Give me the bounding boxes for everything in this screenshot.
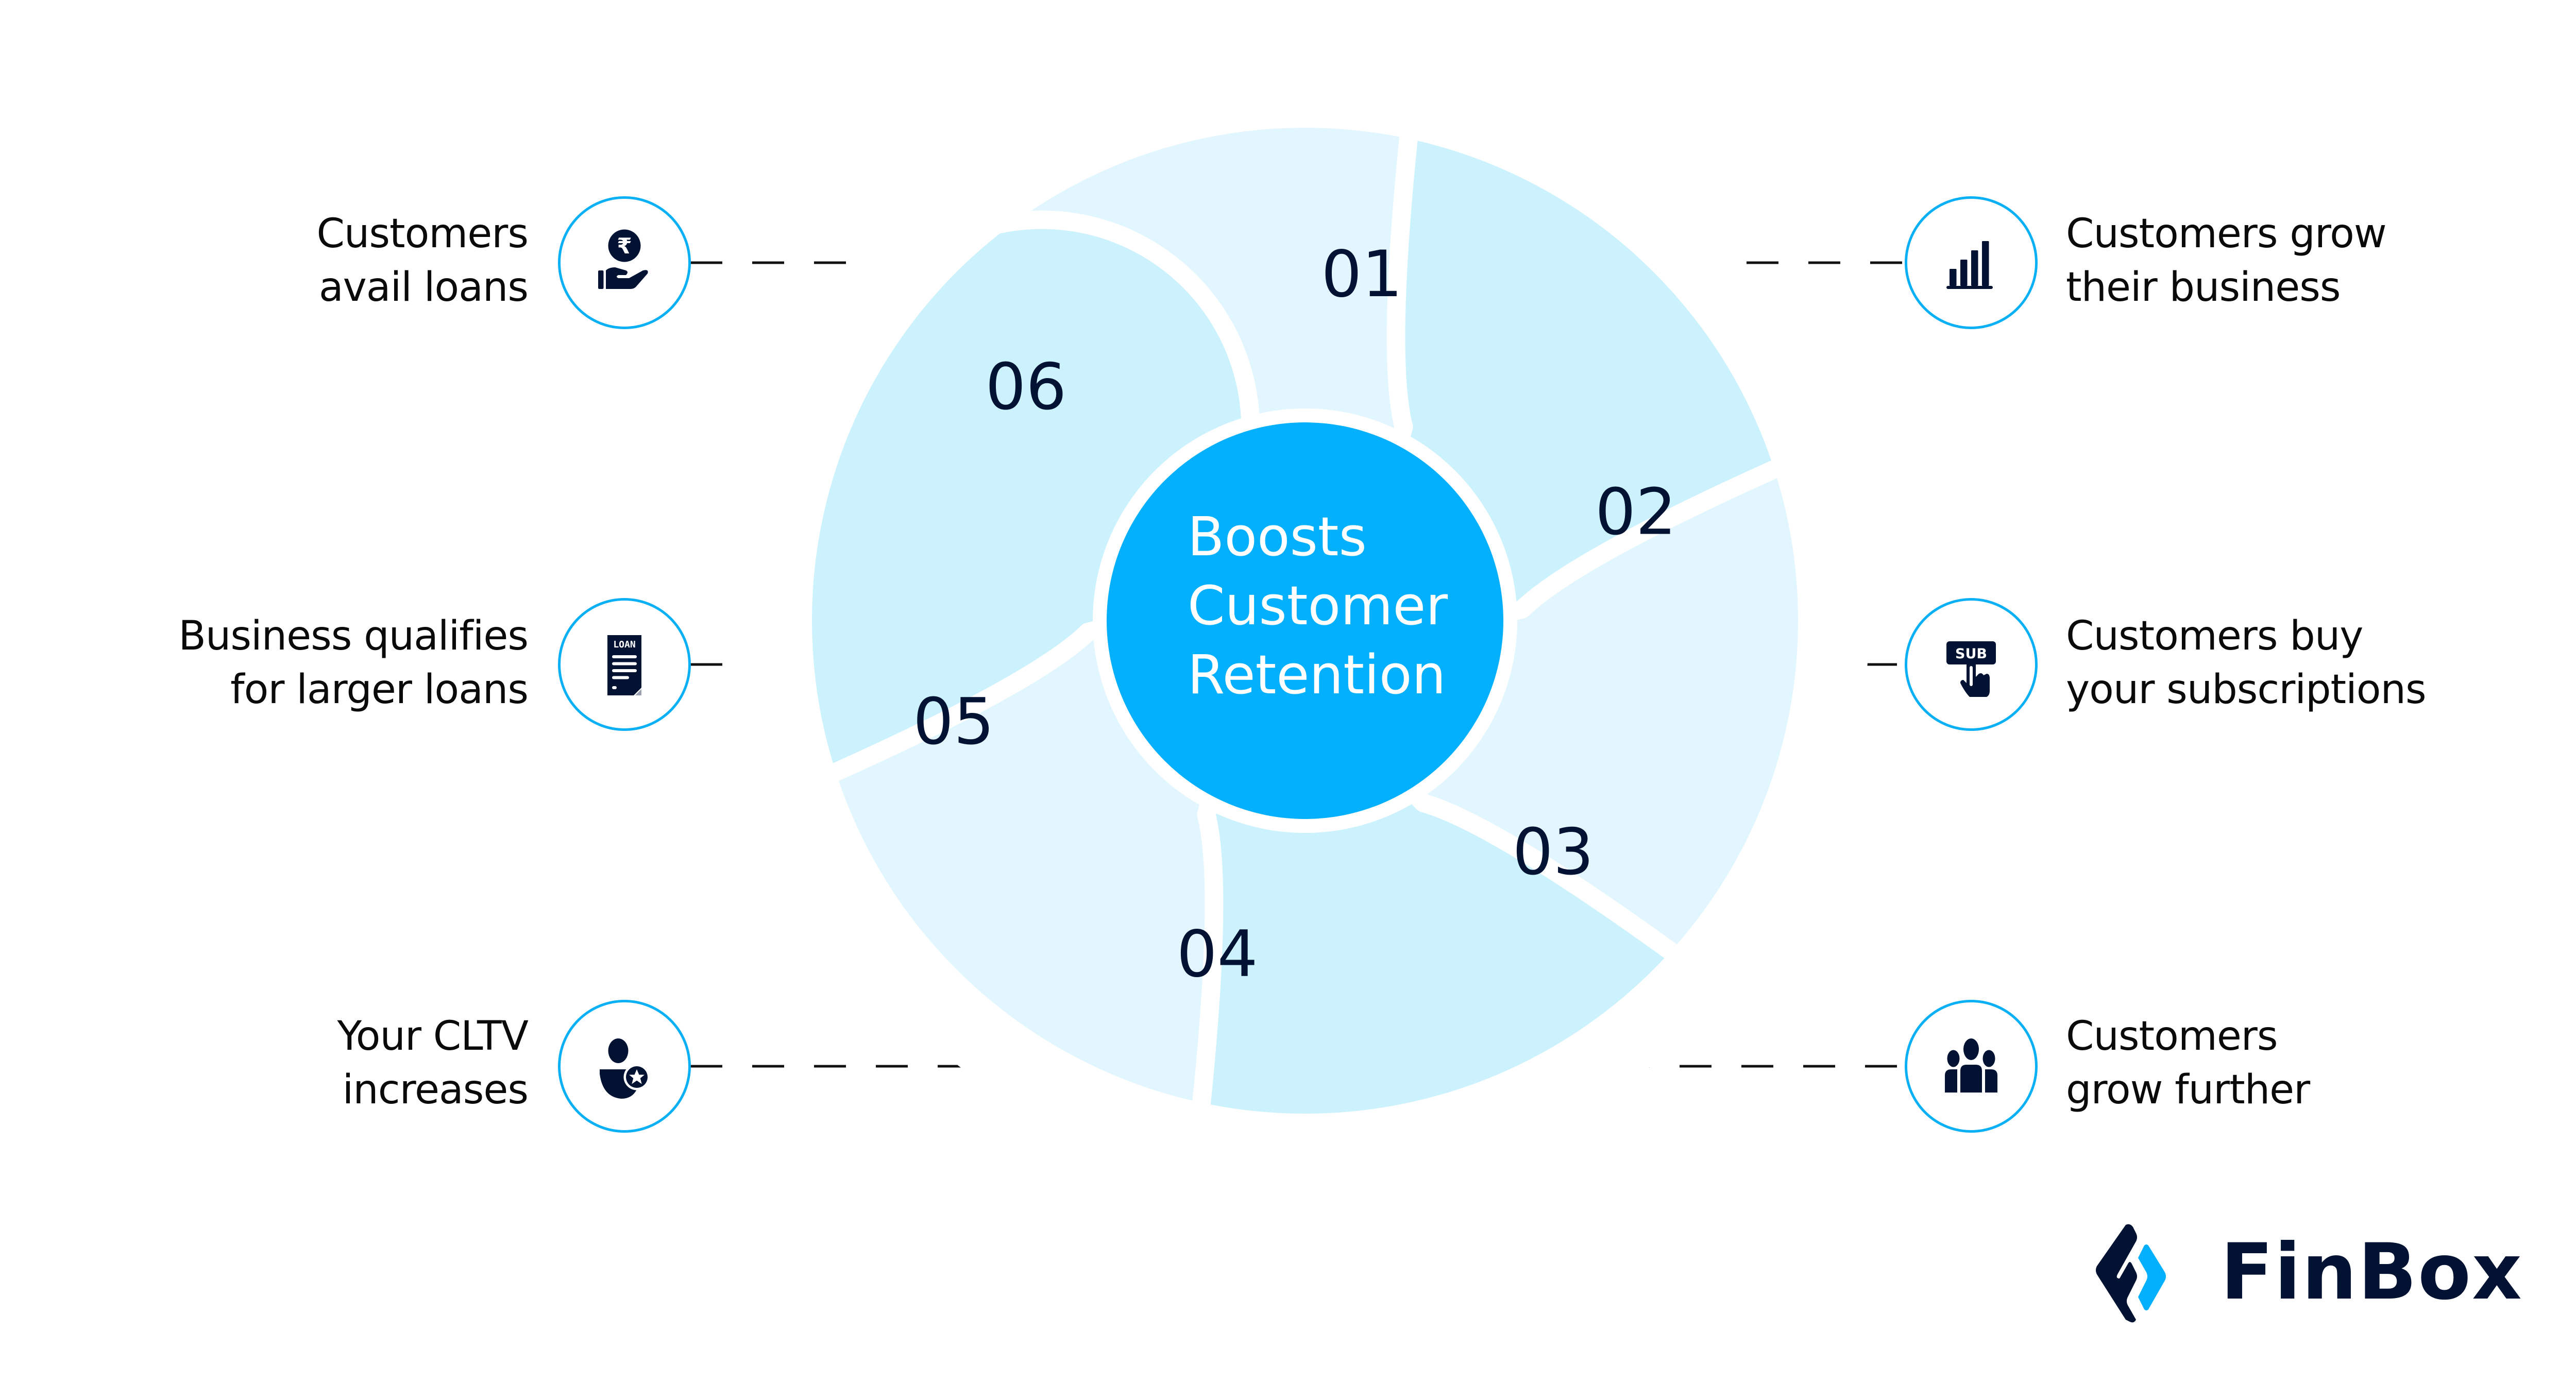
step-01-label-line-1: Customers	[316, 211, 529, 257]
step-01-label-line-2: avail loans	[318, 264, 529, 311]
step-05-label-line-2: increases	[342, 1067, 529, 1113]
center-title-line-3: Retention	[1188, 643, 1446, 706]
step-number-02: 02	[1595, 475, 1676, 549]
step-04-icon-badge	[1905, 1000, 2038, 1133]
step-numbers: 01 02 03 04 05 06	[913, 237, 1676, 992]
bar-chart-icon	[1946, 241, 1993, 289]
step-05-label-line-1: Your CLTV	[337, 1013, 529, 1060]
step-01-label: Customers avail loans	[316, 207, 529, 314]
step-03-icon-badge: SUB	[1905, 598, 2038, 731]
step-06-label-line-1: Business qualifies	[178, 613, 529, 659]
finbox-logo-text: FinBox	[2221, 1227, 2523, 1317]
step-number-06: 06	[985, 350, 1066, 424]
step-04-label: Customers grow further	[2066, 1010, 2310, 1117]
finbox-logo-mark-icon	[2096, 1224, 2166, 1323]
finbox-logo: FinBox	[2087, 1221, 2523, 1324]
step-number-01: 01	[1321, 237, 1402, 312]
center-title: Boosts Customer Retention	[1188, 502, 1448, 709]
step-06-label-line-2: for larger loans	[230, 667, 529, 713]
step-03-label: Customers buy your subscriptions	[2066, 609, 2427, 716]
user-star-icon	[600, 1038, 650, 1099]
rupee-symbol: ₹	[617, 233, 632, 259]
step-06-icon-badge: LOAN	[558, 598, 691, 731]
step-number-04: 04	[1177, 917, 1258, 992]
step-06-label: Business qualifies for larger loans	[178, 609, 529, 716]
center-title-line-2: Customer	[1188, 574, 1448, 637]
step-number-03: 03	[1513, 815, 1594, 890]
step-number-05: 05	[913, 685, 994, 759]
step-01-icon-badge: ₹	[558, 196, 691, 329]
petal-06	[793, 210, 1260, 786]
user-group-icon	[1945, 1038, 1997, 1093]
center-title-line-1: Boosts	[1188, 505, 1367, 568]
step-02-label: Customers grow their business	[2066, 207, 2387, 314]
center-circle	[1107, 422, 1503, 819]
step-04-label-line-2: grow further	[2066, 1067, 2310, 1113]
step-05-icon-badge	[558, 1000, 691, 1133]
outer-rim-mask	[741, 57, 1869, 1185]
rupee-hand-icon: ₹	[598, 229, 648, 289]
subscribe-click-icon: SUB	[1946, 641, 1996, 697]
step-02-label-line-2: their business	[2066, 264, 2341, 311]
loan-document-icon: LOAN	[607, 635, 641, 695]
step-03-label-line-2: your subscriptions	[2066, 667, 2427, 713]
step-02-label-line-1: Customers grow	[2066, 211, 2387, 257]
step-04-label-line-1: Customers	[2066, 1013, 2278, 1060]
step-03-label-line-1: Customers buy	[2066, 613, 2363, 659]
loan-text: LOAN	[613, 639, 635, 650]
step-05-label: Your CLTV increases	[337, 1010, 529, 1117]
sub-text: SUB	[1955, 646, 1987, 662]
step-02-icon-badge	[1905, 196, 2038, 329]
